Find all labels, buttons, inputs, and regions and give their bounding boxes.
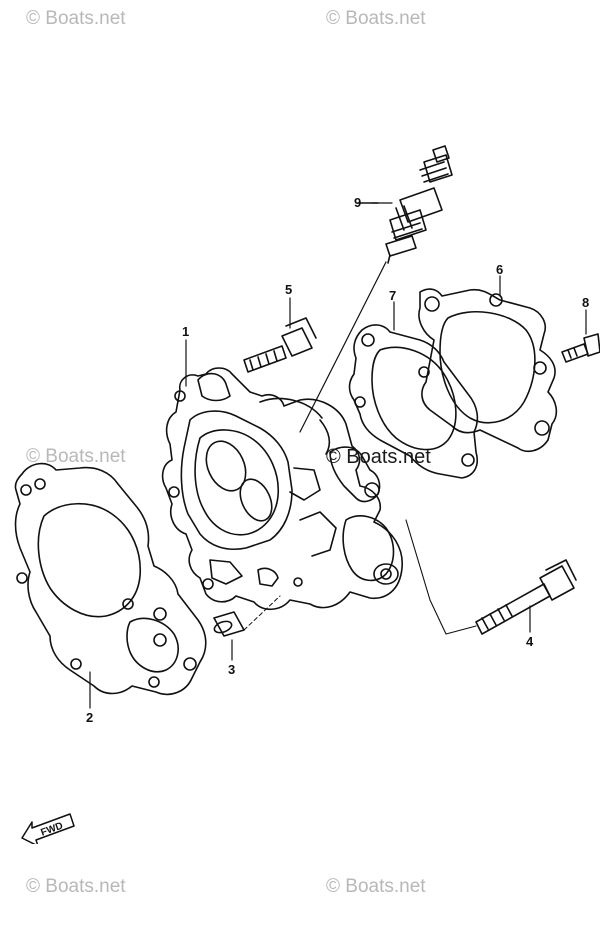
gasket-part-7 [348,324,479,479]
callout-4: 4 [526,634,534,649]
watermark-top-right: © Boats.net [326,8,426,29]
cylinder-head-part-1 [161,367,403,611]
watermark-bottom-right: © Boats.net [326,876,426,897]
dowel-pin-part-3 [213,595,281,637]
spark-plug-part-9 [357,145,453,264]
callout-9: 9 [354,195,362,210]
watermark-bottom-left: © Boats.net [26,876,126,897]
watermark-center: © Boats.net [326,446,431,468]
callout-5: 5 [285,282,293,297]
bolt-part-8 [561,333,600,363]
callout-1: 1 [182,324,190,339]
callout-2: 2 [86,710,94,725]
callout-7: 7 [389,288,397,303]
bolt-part-5 [243,317,317,373]
callout-6: 6 [496,262,504,277]
callout-8: 8 [582,295,590,310]
gasket-part-6 [418,288,558,453]
bolt-part-4 [475,559,577,635]
callout-3: 3 [228,662,236,677]
watermark-top-left: © Boats.net [26,8,126,29]
watermark-mid-left: © Boats.net [26,446,126,467]
head-gasket-part-2 [14,462,207,696]
fwd-arrow-icon: FWD [21,813,75,844]
